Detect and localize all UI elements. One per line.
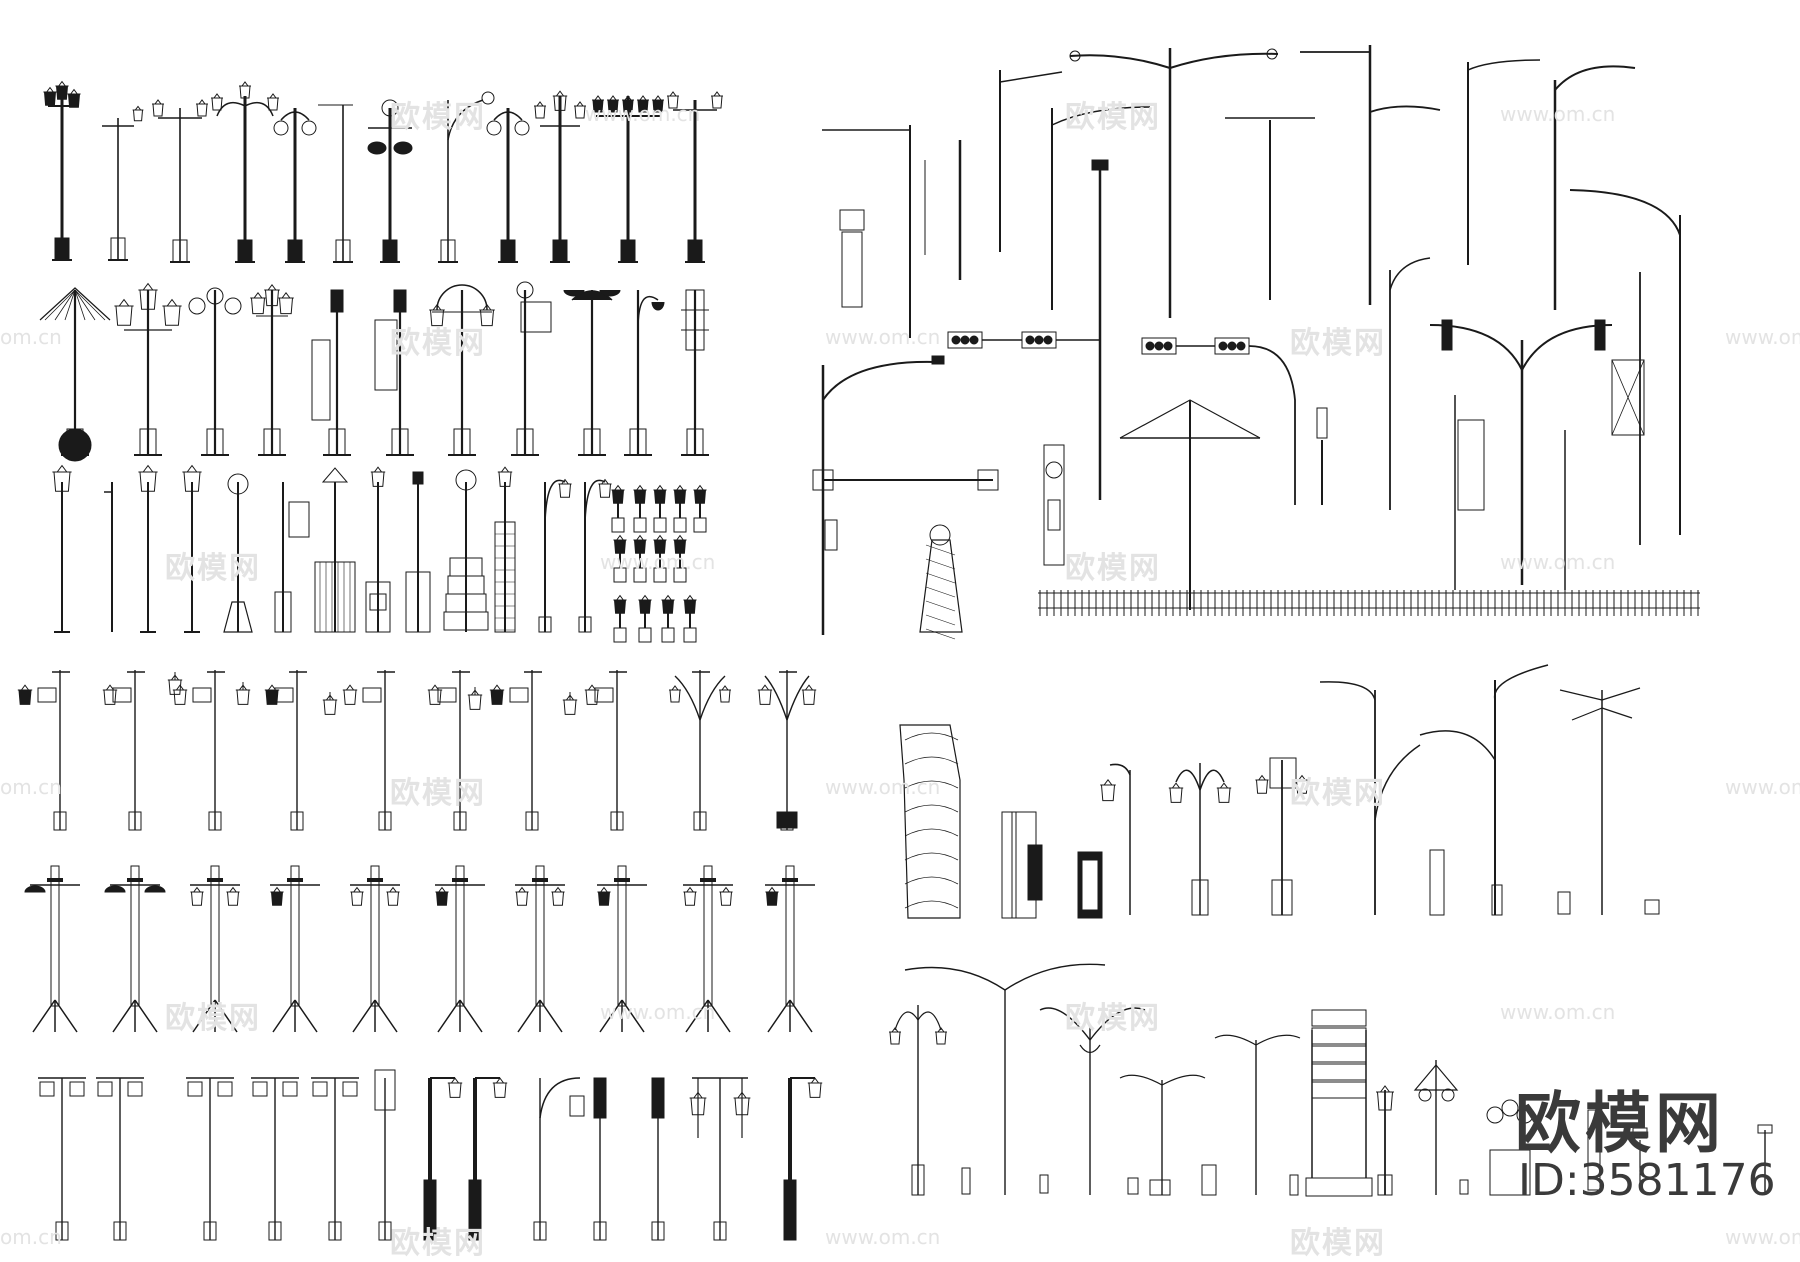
small-lamp-cluster	[611, 484, 707, 643]
garden-lamp-r1-4	[273, 108, 317, 263]
chinese-pole-row-1	[17, 670, 817, 831]
chinese-pole-row-2	[24, 865, 815, 1033]
garden-lamp-r2-0	[39, 287, 111, 462]
model-id-label: ID:3581176	[1518, 1155, 1776, 1206]
umbrella-pole	[1119, 399, 1261, 610]
street-pole-curved	[812, 355, 999, 635]
obelisk-column	[919, 524, 963, 640]
street-pole-y	[1389, 257, 1645, 590]
garden-lamp-r1-5	[318, 104, 353, 263]
garden-lamp-r3-4	[223, 473, 253, 633]
garden-lamp-r2-5	[374, 289, 414, 456]
modern-lighting-row-2	[889, 963, 1773, 1197]
picket-fence	[1038, 590, 1700, 616]
garden-lamp-r1-10	[592, 95, 664, 263]
garden-lamp-r2-3	[250, 283, 294, 456]
garden-lamp-r3-10	[494, 466, 516, 633]
traffic-signal-2	[1141, 337, 1296, 505]
signboard-column	[1043, 444, 1065, 566]
garden-lamp-r3-1	[104, 482, 113, 632]
garden-lamp-r3-0	[52, 464, 72, 633]
traffic-signal-3	[1316, 407, 1328, 505]
garden-lamp-r2-9	[624, 290, 665, 456]
garden-lamp-r3-6	[314, 467, 356, 633]
garden-lamp-r2-10	[681, 289, 709, 456]
garden-lamp-r2-6	[429, 284, 495, 456]
chinese-pole-row-3	[38, 1069, 823, 1241]
garden-lamp-r1-6	[367, 99, 413, 263]
brand-logo-text: 欧模网	[1515, 1085, 1725, 1162]
garden-lamp-r1-11	[667, 91, 723, 263]
garden-lamp-r2-7	[511, 281, 552, 456]
garden-lamp-r1-3	[211, 81, 279, 263]
modern-lighting-row-1	[899, 664, 1660, 919]
garden-lamp-r3-5	[274, 482, 310, 633]
garden-lamp-r1-2	[152, 99, 208, 263]
garden-lamp-r1-8	[486, 108, 530, 263]
garden-lamp-r2-1	[114, 282, 182, 456]
garden-lamp-r1-1	[102, 105, 144, 261]
garden-lamp-r3-7	[365, 466, 391, 633]
garden-lamp-r3-12	[578, 478, 612, 633]
garden-lamp-r3-9	[443, 469, 489, 632]
traffic-signal-1	[947, 331, 1100, 349]
garden-lamp-r3-11	[538, 478, 572, 633]
garden-lamp-r1-9	[534, 90, 586, 263]
garden-lamp-r3-3	[182, 464, 202, 633]
garden-lamp-r1-7	[438, 91, 495, 263]
garden-lamp-r3-8	[405, 471, 431, 633]
street-pole-group	[822, 45, 1681, 535]
garden-lamp-r1-0	[43, 80, 81, 261]
garden-lamp-r2-4	[311, 289, 351, 456]
garden-lamp-r3-2	[138, 464, 158, 633]
garden-lamp-r2-2	[188, 287, 242, 456]
garden-lamp-r2-8	[563, 289, 621, 456]
